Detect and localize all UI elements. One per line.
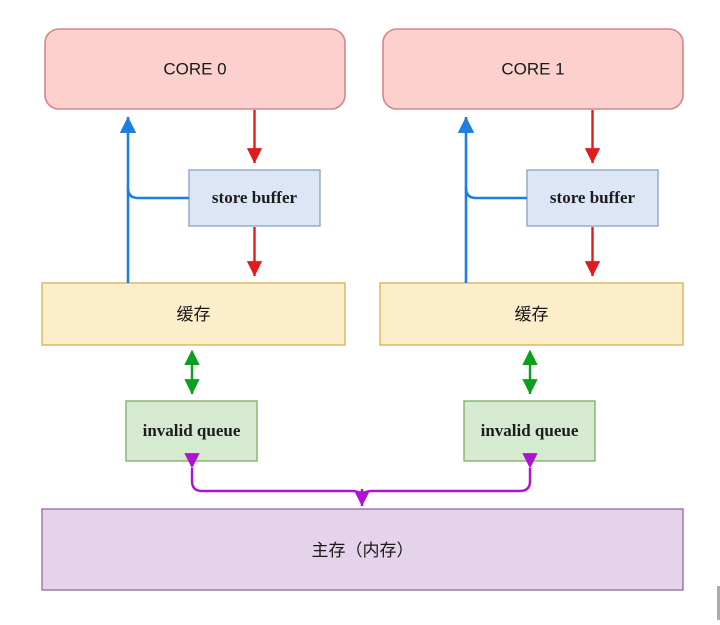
- core1-box[interactable]: [382, 28, 684, 110]
- invalid-queue1-box[interactable]: [463, 400, 596, 462]
- node-main-memory[interactable]: 主存（内存）: [41, 508, 684, 591]
- invalid-queue0-label: invalid queue: [143, 421, 241, 440]
- cache0-box[interactable]: [41, 282, 346, 346]
- cache1-box[interactable]: [379, 282, 684, 346]
- core0-box[interactable]: [44, 28, 346, 110]
- edge-store-buffer1-to-core1: [464, 187, 527, 200]
- invalid-queue0-box[interactable]: [125, 400, 258, 462]
- store-buffer0-label: store buffer: [212, 188, 298, 207]
- edge-memory-bus-left: [184, 453, 364, 500]
- core0-label: CORE 0: [163, 59, 226, 78]
- store-buffer1-label: store buffer: [550, 188, 636, 207]
- invalid-queue1-label: invalid queue: [481, 421, 579, 440]
- cache0-label: 缓存: [177, 305, 211, 325]
- node-store-buffer0[interactable]: store buffer: [188, 169, 321, 227]
- node-core0[interactable]: CORE 0: [44, 28, 346, 110]
- main-memory-box[interactable]: [41, 508, 684, 591]
- core1-label: CORE 1: [501, 59, 564, 78]
- node-invalid-queue0[interactable]: invalid queue: [125, 400, 258, 462]
- node-core1[interactable]: CORE 1: [382, 28, 684, 110]
- edge-memory-bus-right: [360, 453, 538, 500]
- cache1-label: 缓存: [515, 305, 549, 325]
- node-store-buffer1[interactable]: store buffer: [526, 169, 659, 227]
- node-cache0[interactable]: 缓存: [41, 282, 346, 346]
- edge-store-buffer0-to-core0: [126, 187, 189, 200]
- main-memory-label: 主存（内存）: [312, 541, 414, 561]
- node-invalid-queue1[interactable]: invalid queue: [463, 400, 596, 462]
- node-cache1[interactable]: 缓存: [379, 282, 684, 346]
- store-buffer0-box[interactable]: [188, 169, 321, 227]
- scrollbar-artifact[interactable]: [717, 586, 720, 620]
